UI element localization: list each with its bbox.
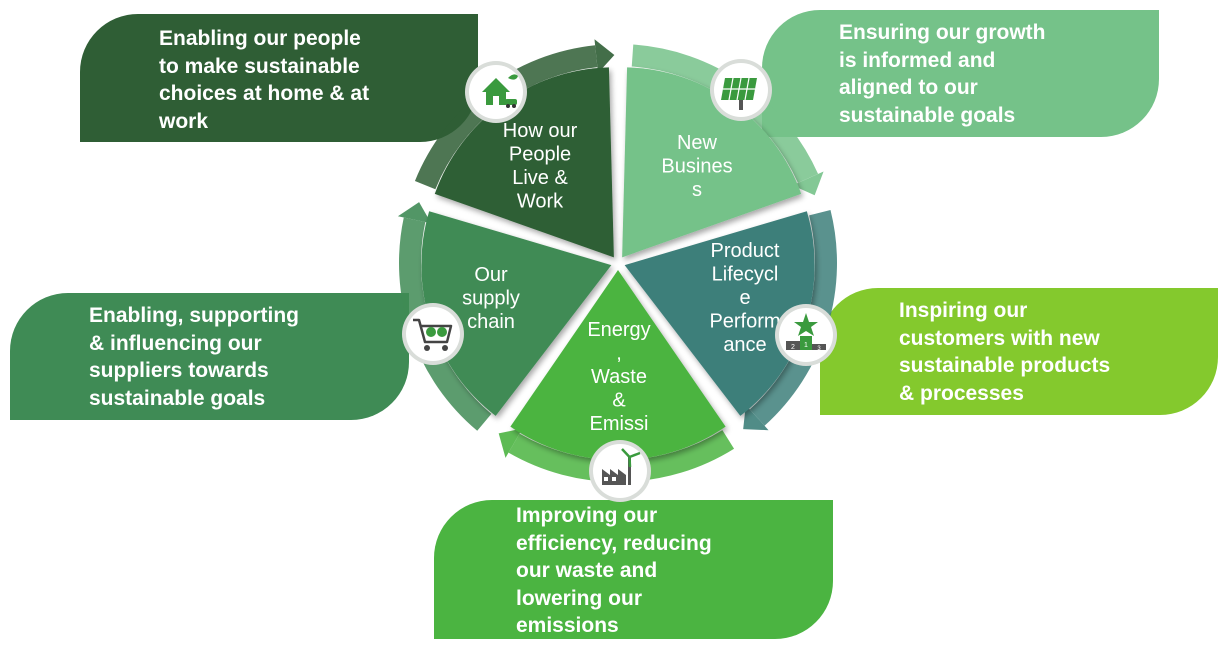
callout-energy-waste: Improving our efficiency, reducing our w…: [434, 500, 833, 639]
segment-icons: 2 1 3: [402, 59, 837, 502]
segment-supply: [421, 211, 612, 416]
wheel-segments: [421, 67, 815, 460]
segment-label-energy: Energy,Waste&Emissi: [587, 319, 650, 435]
podium-star-icon: 2 1 3: [775, 304, 837, 366]
callout-product-lifecycle-text: Inspiring our customers with new sustain…: [899, 299, 1111, 405]
solar-panel-icon: [710, 59, 772, 121]
callout-supply-chain-text: Enabling, supporting & influencing our s…: [89, 304, 299, 410]
callout-energy-waste-text: Improving our efficiency, reducing our w…: [516, 504, 712, 637]
segment-product: [624, 211, 815, 416]
segment-energy: [510, 270, 726, 460]
podium-digit: 2: [791, 344, 795, 351]
callout-people-text: Enabling our people to make sustainable …: [159, 27, 370, 133]
arrowhead-people: [594, 39, 615, 74]
arrowhead-energy: [498, 428, 523, 458]
shopping-cart-icon: [402, 303, 464, 365]
podium-digit: 1: [804, 342, 808, 349]
callout-new-business: Ensuring our growth is informed and alig…: [762, 10, 1159, 137]
arrowhead-business: [792, 171, 824, 196]
segment-business: [622, 67, 802, 258]
arrowhead-product: [743, 404, 769, 431]
callout-new-business-text: Ensuring our growth is informed and alig…: [839, 21, 1046, 127]
factory-windmill-icon: [589, 440, 651, 502]
callout-people: Enabling our people to make sustainable …: [80, 14, 478, 142]
arrowhead-supply: [397, 202, 432, 224]
house-car-icon: [465, 61, 527, 123]
segment-people: [434, 67, 614, 258]
callout-supply-chain: Enabling, supporting & influencing our s…: [10, 293, 409, 420]
podium-digit: 3: [817, 346, 821, 352]
callout-product-lifecycle: Inspiring our customers with new sustain…: [820, 288, 1218, 415]
